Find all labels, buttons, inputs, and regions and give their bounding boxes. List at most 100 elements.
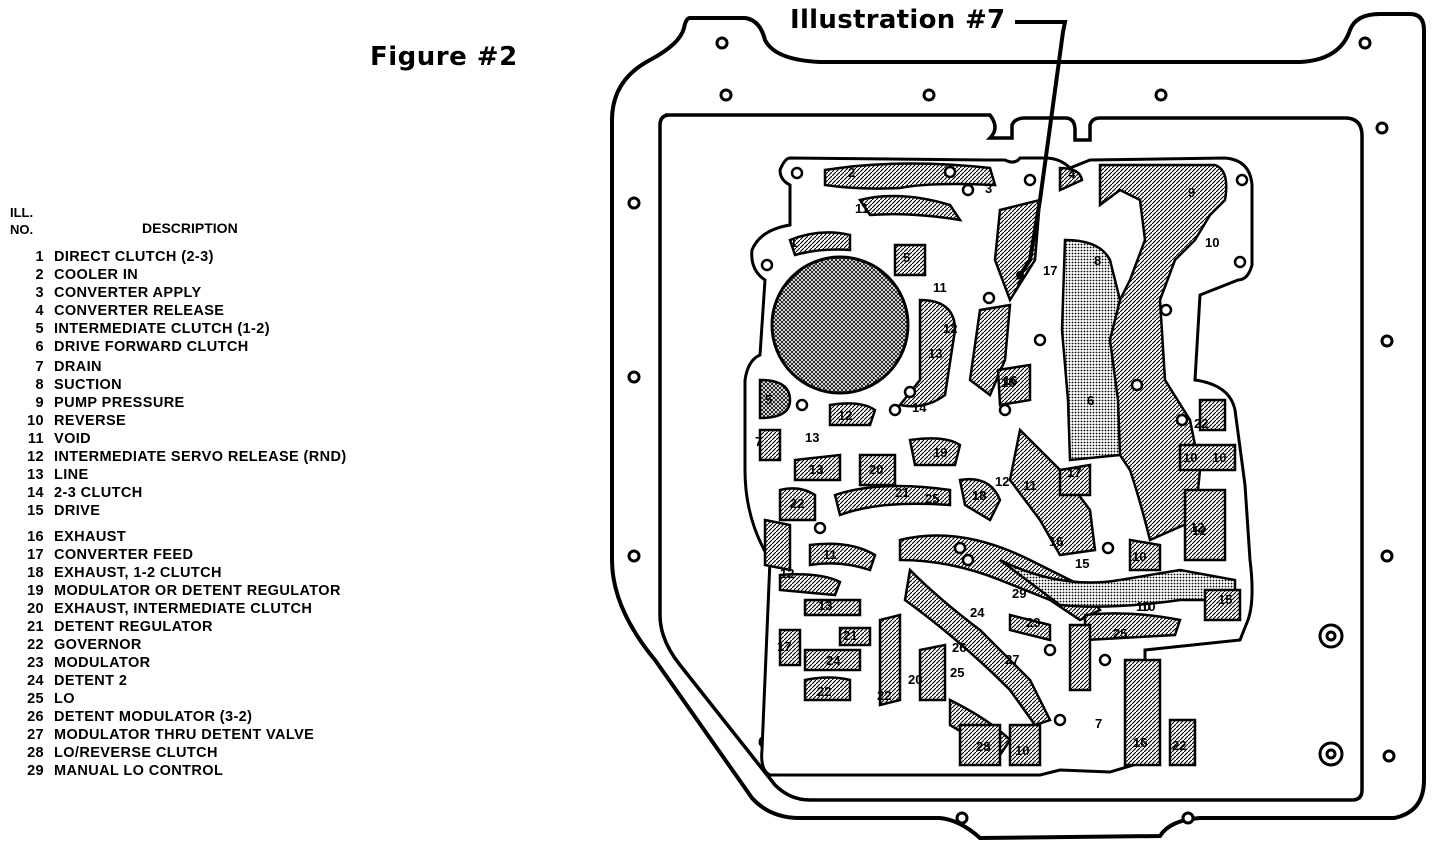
legend-item-description: LINE <box>54 467 89 483</box>
plate-label: 11 <box>823 547 837 562</box>
plate-label: 13 <box>818 598 832 613</box>
plate-label: 23 <box>1026 615 1040 630</box>
legend-item-number: 11 <box>27 431 44 447</box>
legend-item-description: LO/REVERSE CLUTCH <box>54 745 218 761</box>
legend-item-description: REVERSE <box>54 413 127 429</box>
plate-label: 10 <box>1212 450 1226 465</box>
legend-item-description: CONVERTER FEED <box>54 547 194 563</box>
legend-item-number: 8 <box>35 377 44 393</box>
legend-item-description: SUCTION <box>54 377 123 393</box>
plate-label: 24 <box>826 653 841 668</box>
legend-item: 7 DRAIN <box>22 358 102 376</box>
legend-header-no: NO. <box>10 222 34 237</box>
legend-item-number: 14 <box>27 485 44 501</box>
legend-item: 17 CONVERTER FEED <box>22 546 193 564</box>
legend-item-description: DRIVE <box>54 503 101 519</box>
legend-item-number: 10 <box>27 413 44 429</box>
plate-label: 1 <box>790 235 797 250</box>
plate-label: 22 <box>1194 416 1208 431</box>
legend-item: 29 MANUAL LO CONTROL <box>22 762 223 780</box>
plate-label: 28 <box>976 739 990 754</box>
plate-label: 16 <box>1003 373 1017 388</box>
plate-label: 11 <box>855 201 869 216</box>
filter-screen <box>770 255 910 395</box>
plate-label: 11 <box>1023 478 1037 493</box>
plate-label: 12 <box>1192 523 1206 538</box>
legend-item-number: 29 <box>27 763 44 779</box>
legend-item-description: VOID <box>54 431 92 447</box>
legend-item-number: 22 <box>27 637 44 653</box>
plate-label: 12 <box>995 474 1009 489</box>
legend-item-number: 20 <box>27 601 44 617</box>
legend-item: 8 SUCTION <box>22 376 122 394</box>
gasket-outer-outline <box>610 12 1426 841</box>
legend-item-number: 1 <box>35 249 44 265</box>
plate-label: 19 <box>933 445 947 460</box>
plate-label: 6 <box>1087 393 1094 408</box>
plate-label: 3 <box>985 181 992 196</box>
legend-header-ill: ILL. <box>10 205 34 220</box>
plate-label: 10 <box>1132 549 1146 564</box>
plate-label: 10 <box>1136 599 1150 614</box>
legend-item-number: 12 <box>27 449 44 465</box>
illustration-leader-line <box>1015 20 1068 277</box>
legend-item-number: 4 <box>35 303 44 319</box>
fluid-passages <box>758 162 1242 767</box>
legend-item-number: 2 <box>35 267 44 283</box>
plate-label: 15 <box>1075 556 1089 571</box>
plate-label: 7 <box>755 434 762 449</box>
plate-label: 24 <box>970 605 985 620</box>
plate-label: 22 <box>877 688 891 703</box>
legend-item-number: 24 <box>27 673 44 689</box>
legend-item: 11 VOID <box>22 430 91 448</box>
figure-title: Figure #2 <box>370 42 518 72</box>
leader-pointer-dot <box>1016 271 1024 279</box>
plate-label: 22 <box>790 496 804 511</box>
legend-item-description: DRAIN <box>54 359 102 375</box>
plate-label: 22 <box>1172 738 1186 753</box>
legend-item-description: LO <box>54 691 75 707</box>
plate-holes <box>760 165 1249 727</box>
legend-item: 25 LO <box>22 690 75 708</box>
illustration-label: Illustration #7 <box>790 5 1006 35</box>
plate-label: 17 <box>777 639 791 654</box>
legend-item-number: 6 <box>35 339 44 355</box>
plate-label: 29 <box>1012 586 1026 601</box>
legend-item-description: PUMP PRESSURE <box>54 395 185 411</box>
dowel-holes <box>1318 623 1344 767</box>
plate-label: 10 <box>1205 235 1219 250</box>
legend-item-number: 7 <box>35 359 44 375</box>
legend-item: 10 REVERSE <box>22 412 126 430</box>
legend-item-description: DIRECT CLUTCH (2-3) <box>54 249 214 265</box>
legend-item-description: MANUAL LO CONTROL <box>54 763 224 779</box>
plate-label: 10 <box>1141 599 1155 614</box>
legend-item-number: 16 <box>27 529 44 545</box>
legend-item-number: 13 <box>27 467 44 483</box>
plate-label: 25 <box>950 665 964 680</box>
plate-label: 2 <box>848 165 855 180</box>
legend-item-description: INTERMEDIATE SERVO RELEASE (RND) <box>54 449 347 465</box>
plate-label: 7 <box>1095 716 1102 731</box>
legend-item-number: 17 <box>27 547 44 563</box>
legend-item-description: CONVERTER APPLY <box>54 285 202 301</box>
legend-item: 28 LO/REVERSE CLUTCH <box>22 744 218 762</box>
legend-item-number: 25 <box>27 691 44 707</box>
plate-port-labels: 2 3 4 11 1 5 11 12 13 14 9 10 8 6 17 7 1… <box>755 165 1232 758</box>
plate-label: 13 <box>805 430 819 445</box>
legend-item-description: GOVERNOR <box>54 637 142 653</box>
legend-item-number: 28 <box>27 745 44 761</box>
plate-label: 16 <box>1001 375 1015 390</box>
